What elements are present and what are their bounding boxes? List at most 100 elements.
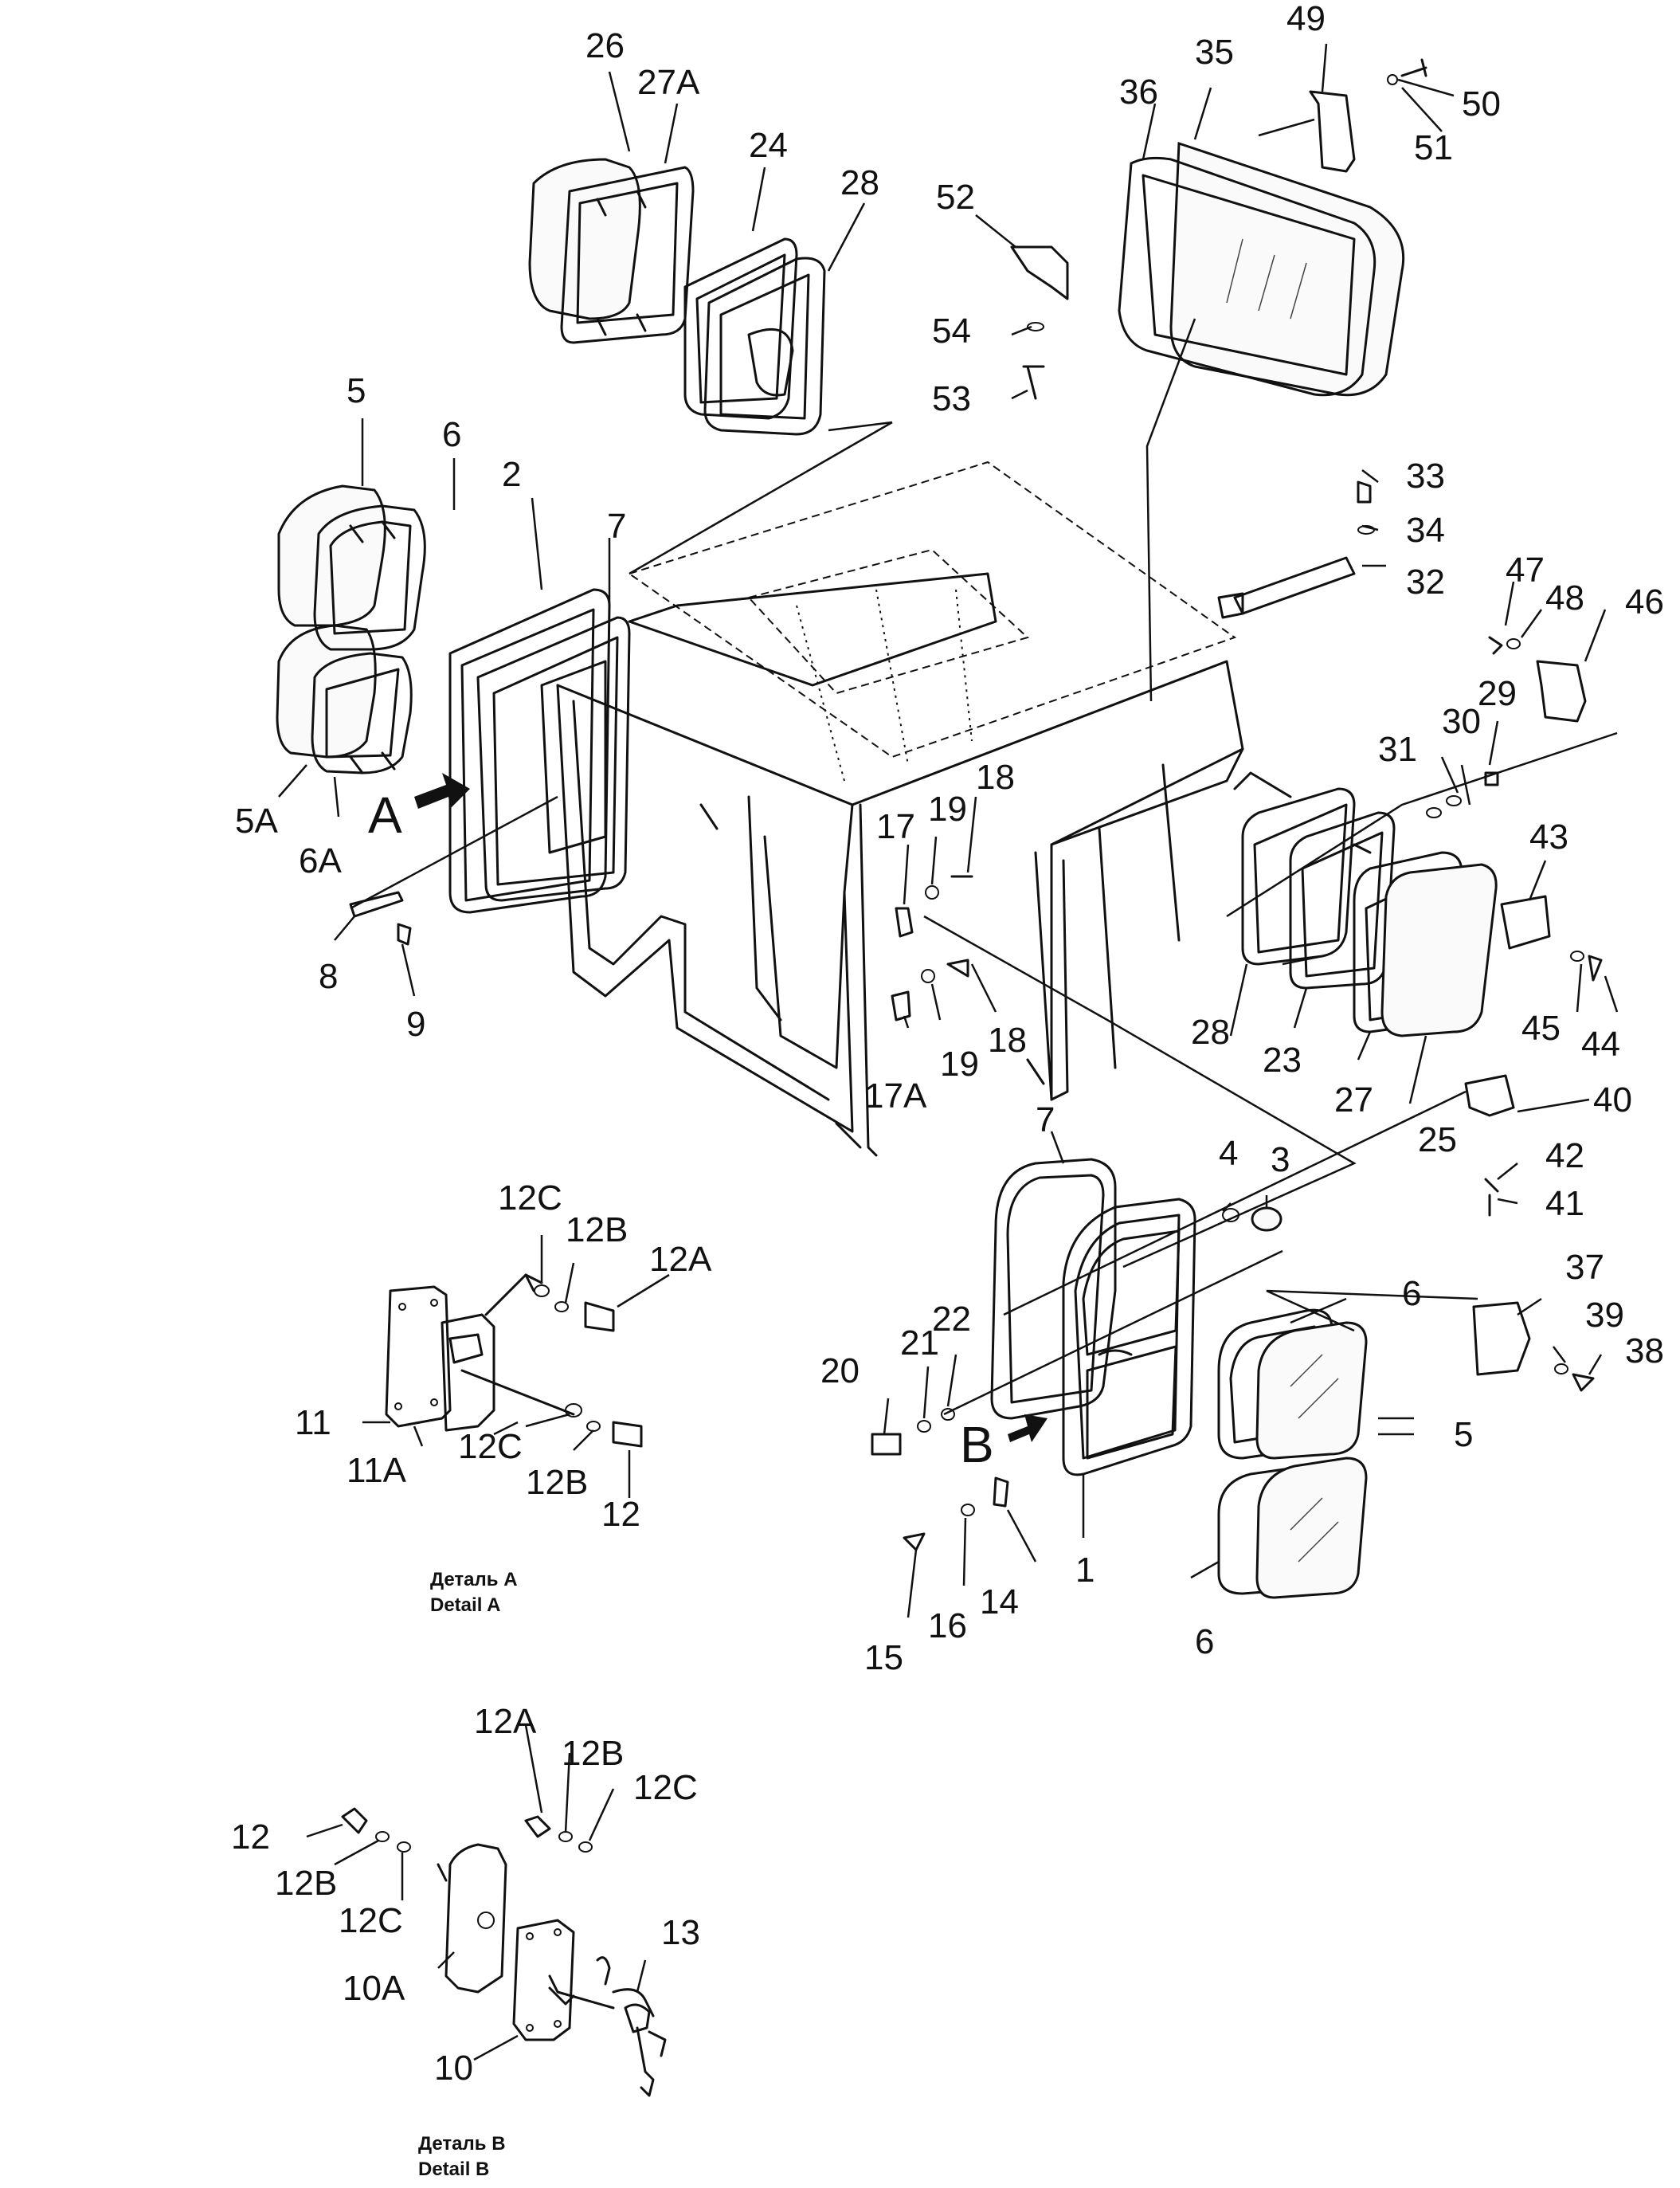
label-5a: 5	[347, 371, 366, 410]
cab-body	[556, 461, 1244, 1157]
right-window-set	[1217, 1308, 1368, 1599]
label-47: 47	[1506, 551, 1545, 590]
label-26: 26	[585, 26, 625, 65]
label-16: 16	[928, 1606, 967, 1645]
label-20: 20	[820, 1351, 860, 1390]
label-11: 11	[295, 1403, 331, 1442]
label-12C-d: 12C	[339, 1901, 403, 1940]
label-3: 3	[1271, 1140, 1290, 1179]
label-14: 14	[980, 1582, 1019, 1621]
label-12-b: 12	[231, 1817, 270, 1857]
right-door	[990, 1158, 1196, 1476]
label-19a: 19	[928, 790, 967, 829]
upper-left-window-group	[528, 158, 826, 436]
detail-a-arrow	[414, 773, 470, 809]
label-17: 17	[876, 807, 915, 846]
label-7a: 7	[607, 507, 626, 546]
label-33: 33	[1406, 457, 1445, 496]
label-21: 21	[900, 1323, 939, 1363]
detail-a-caption-ru: Деталь A	[430, 1569, 518, 1590]
label-50: 50	[1462, 84, 1501, 124]
part-labels: A B 26 27A 24 28 52 54 53 36 35 49 50 51…	[231, 0, 1664, 2180]
label-41: 41	[1545, 1184, 1584, 1223]
label-30: 30	[1442, 702, 1481, 741]
label-10: 10	[434, 2049, 473, 2088]
marker-b: B	[960, 1416, 994, 1473]
label-2: 2	[502, 455, 521, 494]
hardware	[349, 58, 1603, 1551]
label-17A: 17A	[864, 1076, 927, 1116]
marker-a: A	[368, 786, 402, 844]
label-5A: 5A	[235, 802, 278, 841]
label-12A-a: 12A	[649, 1240, 712, 1279]
label-36: 36	[1119, 73, 1158, 112]
label-22: 22	[932, 1300, 971, 1339]
label-19b: 19	[940, 1045, 979, 1084]
label-40: 40	[1593, 1080, 1632, 1119]
label-46: 46	[1625, 582, 1664, 622]
label-12B-b: 12B	[526, 1463, 588, 1502]
label-7b: 7	[1036, 1100, 1055, 1139]
label-48: 48	[1545, 578, 1584, 618]
right-window-group	[1233, 771, 1498, 1037]
label-15: 15	[864, 1638, 903, 1677]
label-42: 42	[1545, 1136, 1584, 1175]
label-37: 37	[1565, 1248, 1604, 1287]
front-window-group	[1118, 141, 1405, 397]
label-34: 34	[1406, 511, 1445, 550]
label-23: 23	[1263, 1041, 1302, 1080]
label-44: 44	[1581, 1025, 1620, 1064]
label-45: 45	[1521, 1009, 1561, 1048]
label-13: 13	[661, 1913, 700, 1952]
label-18a: 18	[976, 758, 1015, 797]
label-5b: 5	[1454, 1415, 1473, 1454]
label-6b: 6	[1402, 1274, 1421, 1313]
detail-b	[306, 1724, 667, 2097]
label-12B-d: 12B	[275, 1864, 337, 1903]
detail-b-arrow	[1008, 1414, 1048, 1442]
label-54: 54	[932, 312, 971, 351]
label-12C-b: 12C	[458, 1427, 523, 1466]
detail-b-caption-en: Detail B	[418, 2159, 489, 2180]
label-38: 38	[1625, 1331, 1664, 1370]
label-1: 1	[1075, 1551, 1095, 1590]
label-31: 31	[1378, 730, 1417, 769]
label-28b: 28	[1191, 1013, 1230, 1052]
label-6a: 6	[442, 415, 461, 454]
label-24: 24	[749, 126, 788, 165]
label-39: 39	[1585, 1296, 1624, 1335]
label-11A: 11A	[347, 1451, 407, 1490]
label-35: 35	[1195, 33, 1234, 72]
label-6c: 6	[1195, 1622, 1214, 1661]
label-12B-c: 12B	[562, 1734, 624, 1773]
label-51: 51	[1414, 128, 1453, 167]
label-12-a: 12	[601, 1495, 640, 1534]
label-12C-a: 12C	[498, 1178, 562, 1218]
detail-b-caption-ru: Деталь B	[418, 2133, 506, 2155]
label-9: 9	[406, 1005, 425, 1044]
label-27: 27	[1334, 1080, 1373, 1119]
label-43: 43	[1529, 818, 1568, 857]
label-27A: 27A	[637, 63, 700, 102]
label-12C-c: 12C	[633, 1768, 698, 1807]
label-52: 52	[936, 178, 975, 217]
left-door-frame	[448, 588, 631, 914]
detail-a	[362, 1235, 670, 1498]
label-6A: 6A	[299, 841, 342, 880]
label-18b: 18	[988, 1021, 1027, 1060]
left-window-set	[276, 484, 426, 774]
label-10A: 10A	[343, 1969, 405, 2008]
label-53: 53	[932, 379, 971, 418]
label-25: 25	[1418, 1120, 1457, 1159]
label-29: 29	[1478, 674, 1517, 713]
detail-a-caption-en: Detail A	[430, 1594, 500, 1616]
label-12A-b: 12A	[474, 1702, 537, 1741]
label-12B-a: 12B	[566, 1210, 628, 1249]
label-49: 49	[1286, 0, 1326, 38]
leader-lines	[278, 43, 1619, 1618]
label-4: 4	[1219, 1134, 1238, 1173]
label-8: 8	[319, 957, 338, 996]
label-28a: 28	[840, 163, 879, 202]
label-32: 32	[1406, 563, 1445, 602]
